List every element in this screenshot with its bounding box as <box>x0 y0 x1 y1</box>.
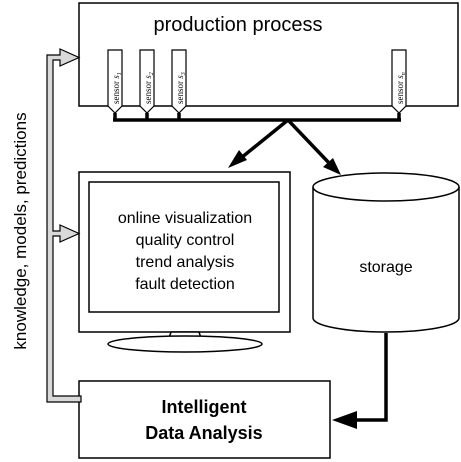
arrowhead-to-storage <box>323 158 341 175</box>
arrowhead-to-ida <box>332 411 357 429</box>
sensor-s2-shape <box>139 49 155 114</box>
monitor-line-2: quality control <box>136 232 235 249</box>
storage-label: storage <box>359 259 412 276</box>
sensor-s1-label: sensor s1 <box>111 72 123 104</box>
sensor-s2-label: sensor s2 <box>143 72 155 104</box>
storage-to-ida-arrow <box>332 333 388 429</box>
monitor-line-3: trend analysis <box>136 254 235 271</box>
arrowhead-to-monitor <box>228 150 247 168</box>
storage-cylinder: storage <box>312 172 460 333</box>
ida-line-2: Data Analysis <box>145 423 262 443</box>
monitor: online visualization quality control tre… <box>78 171 291 353</box>
sensor-s1-shape <box>107 49 123 114</box>
sensor-s2: sensor s2 <box>139 49 155 114</box>
sensor-s1: sensor s1 <box>107 49 123 114</box>
sensor-sn: sensor sn <box>391 49 407 114</box>
sensor-sn-shape <box>391 49 407 114</box>
monitor-line-1: online visualization <box>118 210 252 227</box>
sensor-sn-label: sensor sn <box>395 72 407 104</box>
production-process-label: production process <box>154 14 323 36</box>
feedback-arrow-shape <box>46 48 82 403</box>
ida-line-1: Intelligent <box>162 397 247 417</box>
feedback-label: knowledge, models, predictions <box>11 112 30 349</box>
sensor-bus <box>113 113 401 122</box>
sensor-s3-shape <box>171 49 187 114</box>
sensor-s3-label: sensor s3 <box>175 72 187 104</box>
monitor-stand <box>107 335 263 353</box>
sensor-s3: sensor s3 <box>171 49 187 114</box>
storage-top <box>312 172 460 202</box>
feedback-arrow: knowledge, models, predictions <box>11 48 82 403</box>
monitor-line-4: fault detection <box>135 276 235 293</box>
bus-arrows <box>228 118 341 175</box>
ida-box <box>78 380 331 459</box>
storage-body <box>312 187 460 333</box>
monitor-screen <box>88 181 280 313</box>
